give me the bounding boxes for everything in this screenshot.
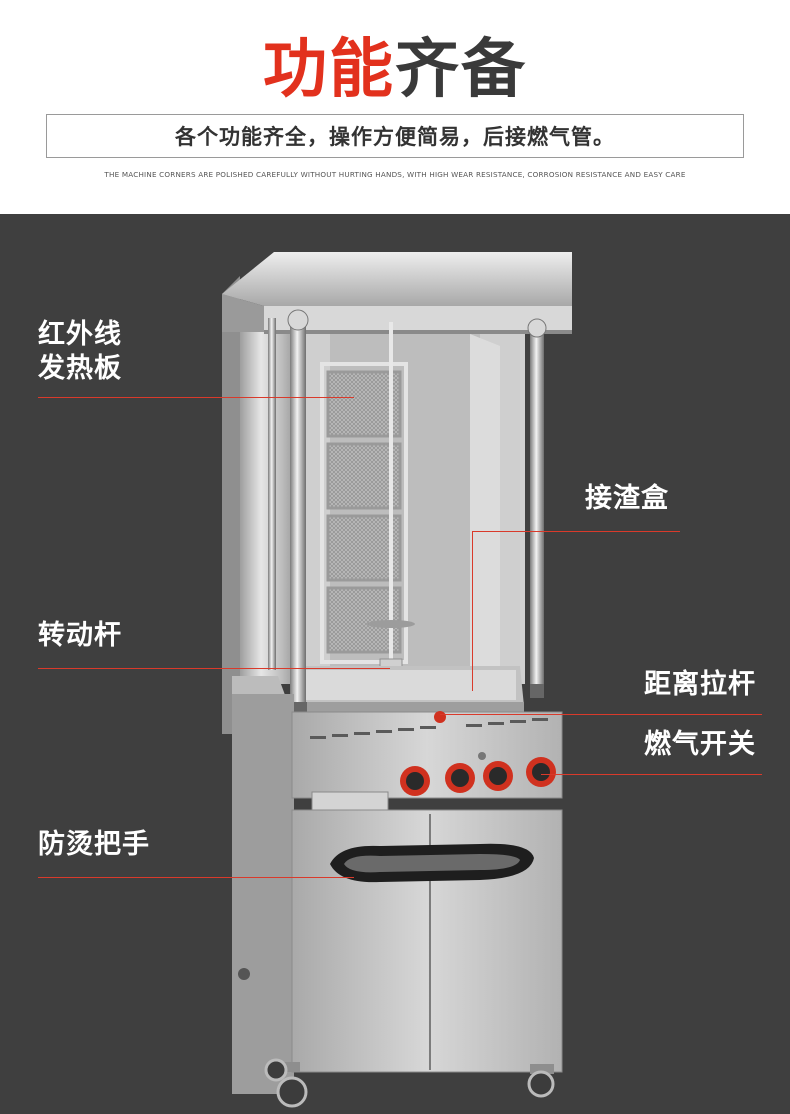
leader-gas-switch xyxy=(541,774,762,775)
subtitle-box: 各个功能齐全，操作方便简易，后接燃气管。 xyxy=(46,114,744,158)
leader-infrared xyxy=(38,397,354,398)
tagline: THE MACHINE CORNERS ARE POLISHED CAREFUL… xyxy=(104,170,686,179)
leader-handle xyxy=(38,877,354,878)
label-drip-tray: 接渣盒 xyxy=(585,483,669,514)
shawarma-machine-illustration xyxy=(222,252,572,1108)
leader-drip-tray-vertical xyxy=(472,531,473,691)
label-gas-switch: 燃气开关 xyxy=(644,729,756,760)
leader-rotating-rod xyxy=(38,668,390,669)
label-infrared-line1: 红外线 xyxy=(38,319,122,350)
label-handle: 防烫把手 xyxy=(38,829,150,860)
leader-drip-tray xyxy=(472,531,680,532)
label-infrared-line2: 发热板 xyxy=(38,353,122,384)
infrared-heater-panels xyxy=(320,362,408,664)
gas-knobs xyxy=(400,757,556,796)
leader-distance-rod xyxy=(440,714,762,715)
label-rotating-rod: 转动杆 xyxy=(38,620,122,651)
page-title: 功能齐备 xyxy=(0,30,790,110)
title-dark-part: 齐备 xyxy=(395,33,527,107)
label-distance-rod: 距离拉杆 xyxy=(644,669,756,700)
product-showcase: 红外线 发热板 接渣盒 转动杆 距离拉杆 燃气开关 防烫把手 xyxy=(0,214,790,1114)
label-infrared-heater: 红外线 发热板 xyxy=(38,318,122,386)
title-red-part: 功能 xyxy=(263,33,395,107)
vent-slots xyxy=(310,718,548,739)
subtitle: 各个功能齐全，操作方便简易，后接燃气管。 xyxy=(175,125,615,149)
